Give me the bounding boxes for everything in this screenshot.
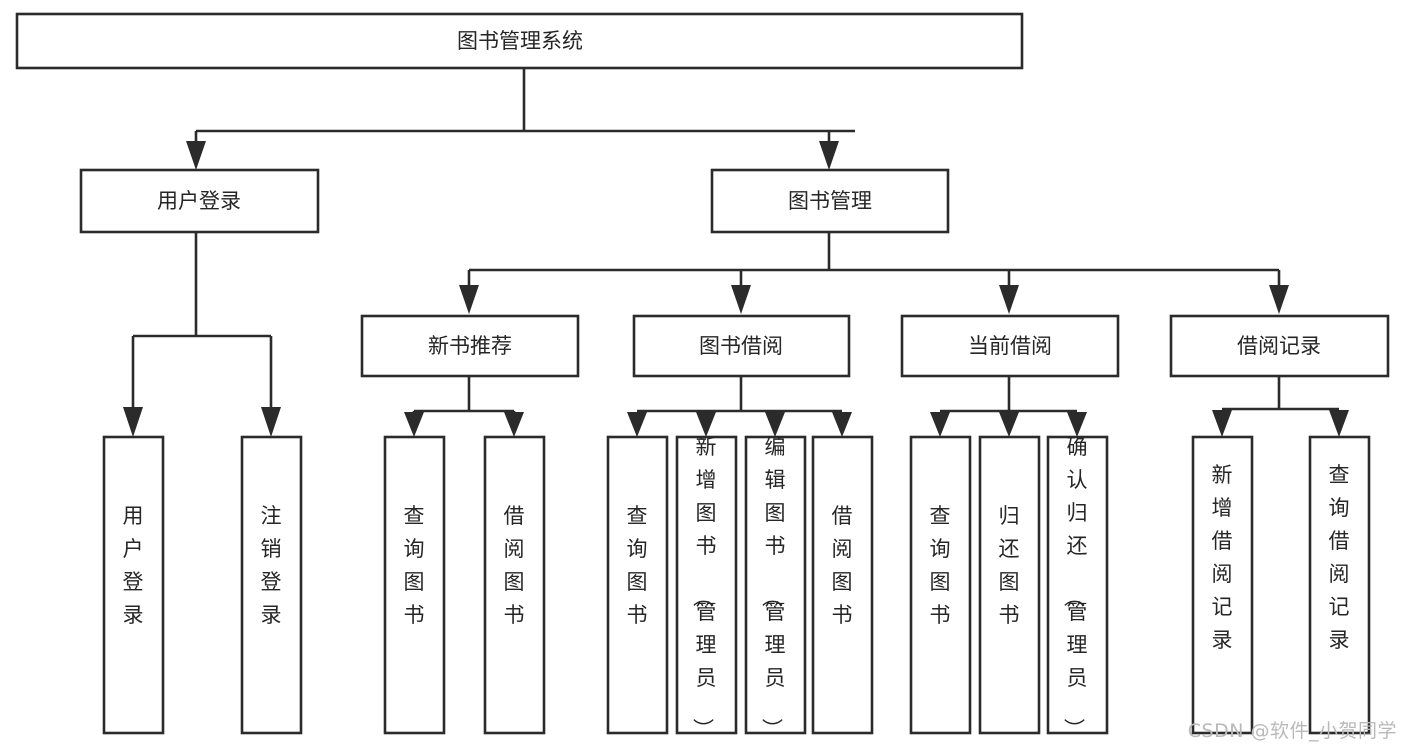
edge-borrow-record-leaf-2 bbox=[1329, 410, 1349, 437]
leaf-current-borrow-2-label: 归还图书 bbox=[999, 504, 1020, 627]
leaf-user-login-1-label: 用户登录 bbox=[123, 504, 144, 627]
edge-book-manage-child-2 bbox=[731, 270, 751, 314]
edge-current-borrow-leaf-2 bbox=[999, 412, 1019, 437]
edge-new-book-leaf-2 bbox=[504, 411, 524, 437]
edge-new-book-leaf-1 bbox=[404, 411, 424, 437]
node-new-book-recommend[interactable]: 新书推荐 bbox=[360, 314, 580, 378]
leaf-current-borrow-3-label: 确认归还（管理员） bbox=[1062, 435, 1088, 739]
edge-borrow-record-leaf-1 bbox=[1212, 410, 1232, 437]
edge-book-borrow-leaf-3 bbox=[765, 412, 785, 437]
leaf-book-borrow-4[interactable]: 借阅图书 bbox=[811, 435, 874, 735]
leaf-book-borrow-3[interactable]: 编辑图书（管理员） bbox=[744, 435, 807, 739]
leaf-current-borrow-1-label: 查询图书 bbox=[930, 504, 951, 627]
leaf-book-borrow-1-label: 查询图书 bbox=[627, 504, 648, 627]
node-book-manage[interactable]: 图书管理 bbox=[710, 168, 950, 234]
leaf-book-borrow-2-label: 新增图书（管理员） bbox=[691, 435, 717, 739]
leaf-current-borrow-1[interactable]: 查询图书 bbox=[909, 435, 972, 735]
edge-borrow-record-to-bus bbox=[1222, 376, 1339, 411]
leaf-user-login-1[interactable]: 用户登录 bbox=[102, 435, 165, 735]
edge-current-borrow-leaf-3 bbox=[1067, 412, 1087, 437]
node-book-manage-label: 图书管理 bbox=[788, 189, 872, 213]
node-borrow-record-label: 借阅记录 bbox=[1237, 334, 1321, 358]
edge-book-manage-child-4 bbox=[1269, 270, 1289, 314]
leaf-borrow-record-2[interactable]: 查询借阅记录 bbox=[1308, 435, 1371, 735]
node-book-borrow-label: 图书借阅 bbox=[699, 334, 783, 358]
edge-book-borrow-to-bus bbox=[637, 376, 842, 413]
edge-book-manage-child-3 bbox=[999, 270, 1019, 314]
edge-user-login-to-bus bbox=[133, 232, 271, 338]
node-current-borrow-label: 当前借阅 bbox=[968, 334, 1052, 358]
node-user-login[interactable]: 用户登录 bbox=[79, 168, 320, 234]
edge-book-manage-to-bus bbox=[469, 232, 1279, 272]
edge-root-to-bus bbox=[196, 68, 855, 133]
edge-book-borrow-leaf-2 bbox=[696, 412, 716, 437]
edge-new-book-to-bus bbox=[414, 376, 514, 413]
leaf-new-book-2[interactable]: 借阅图书 bbox=[483, 435, 546, 735]
leaf-book-borrow-3-label: 编辑图书（管理员） bbox=[760, 435, 786, 739]
node-borrow-record[interactable]: 借阅记录 bbox=[1169, 314, 1390, 378]
leaf-borrow-record-2-label: 查询借阅记录 bbox=[1329, 463, 1350, 652]
leaf-new-book-1-label: 查询图书 bbox=[404, 504, 425, 627]
edge-current-borrow-to-bus bbox=[940, 376, 1077, 413]
edge-book-borrow-leaf-1 bbox=[627, 412, 647, 437]
node-root-label: 图书管理系统 bbox=[457, 29, 583, 53]
edge-current-borrow-leaf-1 bbox=[930, 412, 950, 437]
leaf-book-borrow-4-label: 借阅图书 bbox=[832, 504, 853, 627]
leaf-new-book-1[interactable]: 查询图书 bbox=[383, 435, 446, 735]
edge-book-borrow-leaf-4 bbox=[832, 412, 852, 437]
leaf-user-login-2-label: 注销登录 bbox=[261, 504, 282, 627]
edge-bus-to-book-manage bbox=[819, 131, 839, 170]
leaf-book-borrow-1[interactable]: 查询图书 bbox=[606, 435, 669, 735]
node-new-book-recommend-label: 新书推荐 bbox=[428, 334, 512, 358]
leaf-current-borrow-2[interactable]: 归还图书 bbox=[978, 435, 1041, 735]
edge-book-manage-child-1 bbox=[459, 270, 479, 314]
edge-user-login-leaf-1 bbox=[123, 336, 143, 437]
node-root[interactable]: 图书管理系统 bbox=[15, 12, 1024, 70]
node-book-borrow[interactable]: 图书借阅 bbox=[632, 314, 851, 378]
node-current-borrow[interactable]: 当前借阅 bbox=[900, 314, 1120, 378]
leaf-borrow-record-1-label: 新增借阅记录 bbox=[1212, 463, 1233, 652]
edge-user-login-leaf-2 bbox=[261, 336, 281, 437]
node-user-login-label: 用户登录 bbox=[157, 189, 241, 213]
leaf-book-borrow-2[interactable]: 新增图书（管理员） bbox=[675, 435, 738, 739]
leaf-borrow-record-1[interactable]: 新增借阅记录 bbox=[1191, 435, 1254, 735]
leaf-user-login-2[interactable]: 注销登录 bbox=[240, 435, 303, 735]
leaf-new-book-2-label: 借阅图书 bbox=[504, 504, 525, 627]
edge-bus-to-user-login bbox=[186, 131, 206, 170]
leaf-current-borrow-3[interactable]: 确认归还（管理员） bbox=[1046, 435, 1109, 739]
